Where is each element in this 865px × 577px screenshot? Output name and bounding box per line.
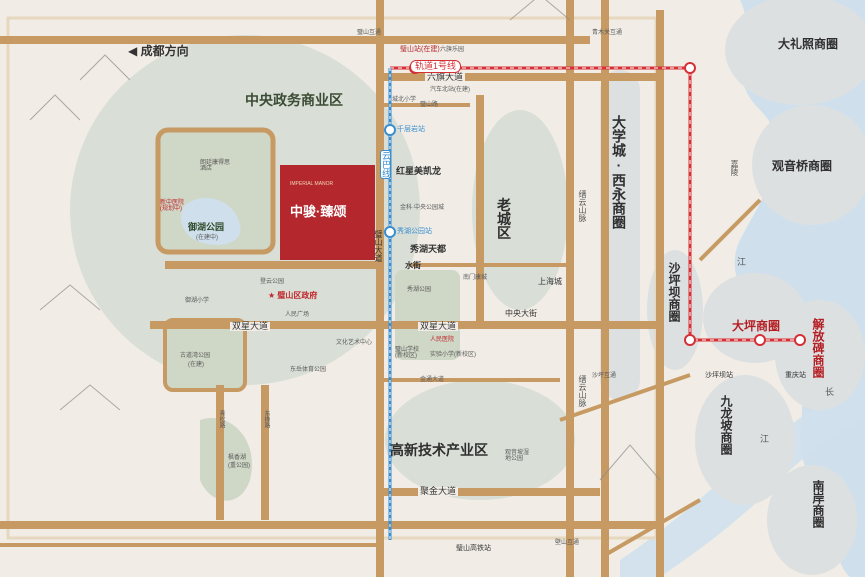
road-shaxi-interchange: 沙坪互通 (592, 373, 617, 379)
road-shuangxing-2: 双星大道 (418, 321, 459, 331)
poi-xiuhu-tianfu: 秀湖天都 (410, 244, 447, 254)
mountain-yushan-2: 缙云山脉 (578, 375, 587, 407)
road-tubutou-interchange: 壁山互通 (555, 540, 580, 546)
oldtown-zone (472, 110, 568, 310)
poi-langtinghu: 朗廷康得思酒店 (200, 160, 231, 172)
project-block (280, 165, 375, 260)
poi-yuhu-school: 御湖小学 (185, 298, 210, 304)
poi-chongqing-station: 重庆站 (785, 372, 806, 379)
road-juqin: 聚金大道 (418, 486, 459, 496)
zone-jiulongpo: 九龙坡商圈 (719, 395, 733, 455)
xiuhu-park-area (395, 270, 460, 360)
direction-label: ◀ 成都方向 (128, 44, 189, 58)
river-jialing: 嘉陵 (730, 160, 739, 176)
poi-dongyue: 东岳体育公园 (290, 367, 327, 373)
jiulongpo-zone-circle (695, 375, 795, 505)
poi-shapingba-station: 沙坪坝站 (705, 372, 733, 379)
poi-xiuhu-station: 秀湖公园站 (397, 228, 432, 235)
road-qingmu-interchange: 青木关互通 (592, 30, 623, 36)
zone-nanan: 南岸商圈 (811, 480, 825, 528)
zone-daping: 大坪商圈 (732, 319, 781, 333)
zone-shapingba: 沙坪坝商圈 (667, 262, 681, 322)
hightech-zone (385, 380, 575, 500)
road-dongxiang: 东橡路 (263, 410, 269, 428)
poi-xiuhu-park: 秀湖公园 (407, 287, 432, 293)
poi-yuhu-park: 御湖公园 (188, 222, 225, 232)
poi-jinke: 金科·中央公园城 (400, 205, 444, 211)
poi-liuqile: 六旗乐园 (440, 47, 465, 53)
daping-zone-circle (703, 273, 807, 363)
poi-guanxi: 观音坡湿地公园 (505, 450, 530, 462)
dali-zone-circle (725, 0, 865, 105)
zone-central-business: 中央政务商业区 (245, 92, 343, 108)
zone-old-town: 老城区 (497, 197, 511, 241)
project-name: 中骏·臻颂 (290, 204, 347, 219)
poi-gov: ★ 璧山区政府 (268, 291, 318, 300)
poi-gulu: 古道湾公园 (180, 353, 211, 359)
guanyinqiao-zone-circle (752, 105, 865, 225)
project-tagline: IMPERIAL MANOR (290, 181, 334, 187)
road-yunba: 云巴线 (380, 150, 391, 179)
road-qingsong: 青松路 (218, 410, 224, 428)
river-jiang: 江 (737, 257, 747, 267)
road-bishan-dadao: 璧山大道 (374, 230, 383, 262)
road-bishan-interchange: 璧山互通 (357, 30, 382, 36)
poi-bishan-station: 璧山站(在建) (400, 46, 440, 53)
zone-dali: 大礼照商圈 (778, 37, 839, 51)
fenglinhu-area (200, 418, 252, 501)
zone-guanyinqiao: 观音桥商圈 (772, 159, 833, 173)
poi-chuanbei-station: 汽车北站(在建) (430, 87, 470, 93)
road-metro1: 轨道1号线 (410, 60, 462, 73)
poi-nanmen: 南门康城 (463, 275, 488, 281)
poi-shuixie: 水街 (405, 261, 421, 270)
road-liuqi: 六旗大道 (425, 72, 466, 82)
poi-yuhu-park-sub: (在建中) (196, 235, 218, 241)
poi-gulu-sub: (在建) (188, 362, 204, 368)
river-chang: 长 (825, 387, 835, 397)
poi-bishan-hs: 璧山高铁站 (456, 545, 491, 552)
poi-dengyun: 登云公园 (260, 279, 285, 285)
poi-culture: 文化艺术中心 (336, 340, 373, 346)
road-shuangxing: 双星大道 (230, 321, 271, 331)
gudaowan-area (163, 318, 247, 392)
zone-hightech: 高新技术产业区 (390, 442, 488, 458)
nanan-zone-circle (767, 465, 857, 575)
poi-zhongyang: 中央大街 (505, 309, 537, 318)
poi-shiyan-school: 实验小学(新校区) (430, 352, 476, 358)
poi-shanghaicheng: 上海城 (538, 277, 562, 286)
zone-university: 大学城·西永商圈 (611, 115, 627, 229)
poi-people-square: 人民广场 (285, 312, 310, 318)
yuhu-lake (181, 197, 241, 245)
poi-chengbei: 城北小学 (392, 97, 417, 103)
poi-qianfengyan: 千层岩站 (397, 126, 425, 133)
road-bishan-road: 璧山路 (420, 102, 439, 108)
river-jiang-2: 江 (760, 434, 770, 444)
university-zone (600, 70, 640, 400)
poi-fenglinhu: 枫香湖 (228, 455, 247, 461)
road-jintong: 金通大道 (420, 377, 445, 383)
mountain-yushan: 缙云山脉 (578, 190, 587, 222)
zone-jiefangbei: 解放碑商圈 (811, 318, 825, 378)
poi-bishan-school: 璧山学校(新校区) (395, 347, 420, 359)
poi-renmin-hospital: 人民医院 (430, 337, 455, 343)
poi-newhospital: 新中医院(规划中) (160, 200, 185, 212)
poi-hongxing: 红星美凯龙 (396, 166, 442, 176)
poi-fenglinhu-sub: (重公园) (228, 463, 250, 469)
mountain-decor (29, 0, 661, 481)
